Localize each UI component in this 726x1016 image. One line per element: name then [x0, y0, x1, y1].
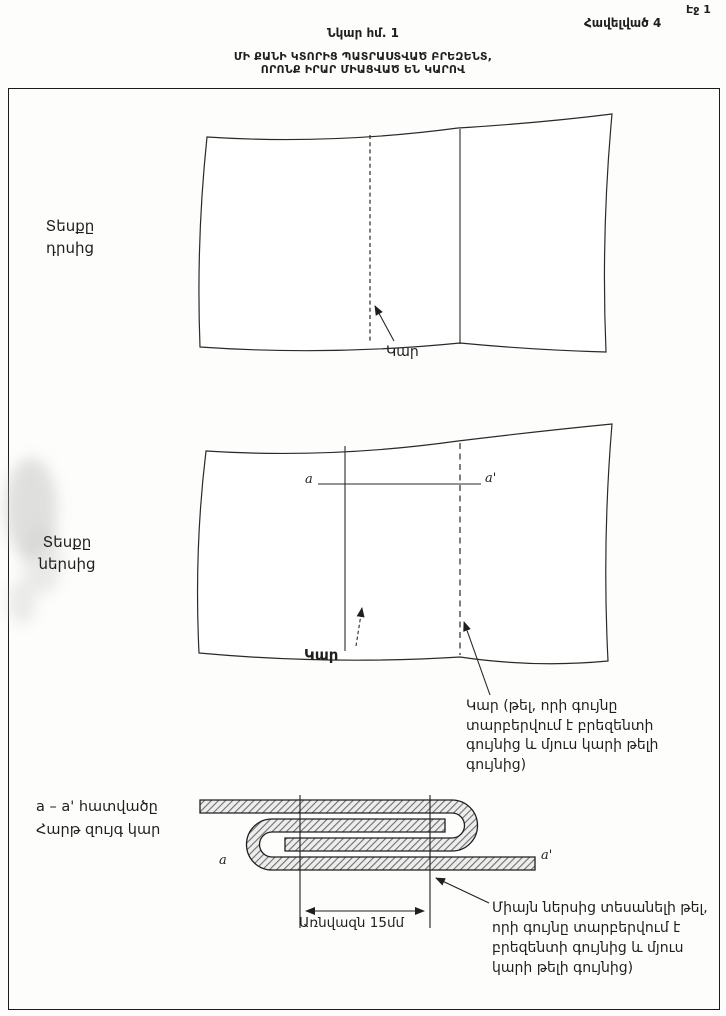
point-a-prime-label: a'	[485, 471, 497, 486]
inside-view-drawing	[196, 423, 613, 696]
section-view-drawing	[199, 795, 536, 928]
section-view-label-line1: a – a' հատվածը	[36, 799, 158, 815]
section-view-label-line2: Հարթ զույգ կար	[36, 821, 161, 838]
inside-view-label-line1: Տեսքը	[42, 533, 92, 551]
page-number: Էջ 1	[686, 3, 711, 16]
section-thread-note: Միայն ներսից տեսանելի թել, որի գույնը տա…	[492, 898, 708, 978]
appendix-label: Հավելված 4	[584, 16, 662, 30]
section-note-arrow	[435, 877, 490, 904]
section-thread-note-line4: կարի թելի գույնից)	[492, 960, 634, 976]
outside-seam-arrow	[374, 305, 395, 342]
section-thread-note-line2: որի գույնը տարբերվում է	[492, 920, 681, 936]
outside-fabric-outline	[198, 113, 613, 353]
dimension-label: Առնվազն 15մմ	[299, 915, 405, 931]
outside-view-label: Տեսքը դրսից	[28, 215, 112, 259]
section-view-label: a – a' հատվածը Հարթ զույգ կար	[36, 796, 160, 841]
section-thread-note-line3: բրեզենտի գույնից և մյուս	[492, 940, 684, 956]
inside-seam-note-line2: տարբերվում է բրեզենտի	[466, 717, 654, 734]
inside-seam-label: Կար	[304, 646, 339, 664]
inside-seam-note: Կար (թել, որի գույնը տարբերվում է բրեզեն…	[466, 697, 658, 775]
outside-view-label-line1: Տեսքը	[45, 217, 95, 235]
section-point-a-label: a	[219, 853, 227, 868]
inside-seam-note-line1: Կար (թել, որի գույնը	[466, 698, 618, 714]
section-point-a-prime-label: a'	[541, 848, 553, 863]
inside-view-label-line2: ներսից	[38, 555, 96, 573]
inside-seam-arrow	[355, 607, 365, 647]
smudge-blob	[8, 580, 36, 624]
inside-seam-note-line4: գույնից)	[466, 756, 527, 773]
figure-frame	[8, 88, 720, 1010]
section-thread-note-line1: Միայն ներսից տեսանելի թել,	[492, 900, 708, 916]
inside-fabric-outline	[196, 423, 613, 665]
figure-title-line1: ՄԻ ՔԱՆԻ ԿՏՈՐԻՑ ՊԱՏՐԱՍՏՎԱԾ ԲՐԵԶԵՆՏ,	[233, 50, 493, 63]
inside-note-arrow	[463, 621, 491, 696]
scan-smudges	[5, 458, 62, 624]
section-fabric-b	[245, 818, 536, 871]
outside-seam-label: Կար	[386, 344, 419, 360]
section-fabric-a	[199, 799, 479, 852]
inside-seam-note-line3: գույնից և մյուս կարի թելի	[466, 737, 659, 753]
figure-title: ՄԻ ՔԱՆԻ ԿՏՈՐԻՑ ՊԱՏՐԱՍՏՎԱԾ ԲՐԵԶԵՆՏ, ՈՐՈՆՔ…	[0, 50, 726, 76]
inside-view-label: Տեսքը ներսից	[24, 531, 110, 575]
outside-view-label-line2: դրսից	[46, 239, 94, 257]
point-a-label: a	[305, 472, 313, 487]
figure-title-line2: ՈՐՈՆՔ ԻՐԱՐ ՄԻԱՑՎԱԾ ԵՆ ԿԱՐՈՎ	[260, 62, 466, 76]
smudge-blob	[22, 526, 62, 594]
figure-number: Նկար հմ. 1	[327, 26, 399, 40]
outside-view-drawing	[198, 113, 613, 353]
